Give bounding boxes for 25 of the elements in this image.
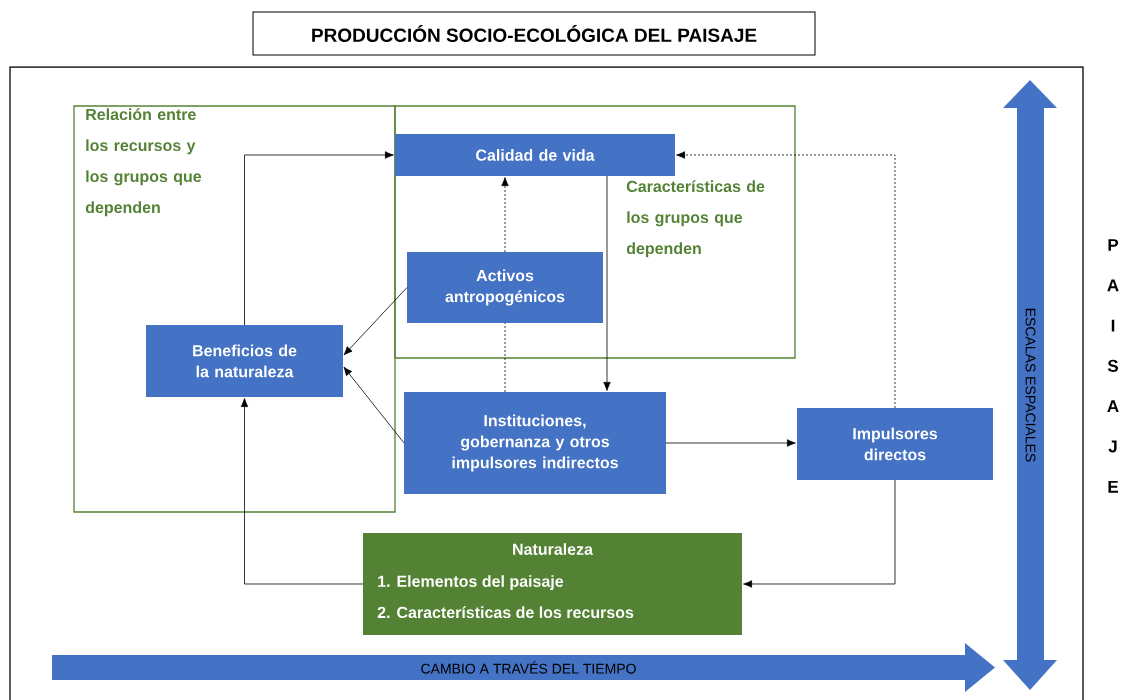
process-box: Beneficios de la naturaleza [146, 325, 343, 397]
process-box: Calidad de vida [395, 134, 675, 176]
arrow [676, 151, 896, 409]
arrow [240, 398, 364, 585]
arrow [603, 382, 611, 391]
vertical-letter: E [1108, 480, 1118, 493]
vertical-letter: I [1111, 319, 1115, 332]
arrow [244, 151, 394, 326]
title-box: PRODUCCIÓN SOCIO-ECOLÓGICA DEL PAISAJE [252, 11, 816, 56]
vertical-letter: A [1107, 279, 1119, 292]
arrow [501, 177, 509, 253]
vertical-letter: A [1107, 400, 1119, 413]
arrow [343, 287, 408, 356]
arrow [343, 366, 405, 444]
arrow [743, 479, 896, 588]
process-box: Instituciones, gobernanza y otros impulsores indirectos [404, 392, 666, 494]
vertical-letter: S [1107, 359, 1118, 372]
arrow [665, 439, 796, 447]
time-band: CAMBIO A TRAVÉS DEL TIEMPO [52, 643, 995, 692]
process-box: Activos antropogénicos [407, 252, 603, 323]
vertical-letter: P [1108, 239, 1119, 251]
process-box: Impulsores directos [797, 408, 993, 480]
nature-box: Naturaleza 1. Elementos del paisaje 2. Características de los recursos [363, 533, 742, 635]
scale-band: ESCALAS ESPACIALES [1003, 80, 1057, 690]
vertical-letter: J [1108, 440, 1117, 453]
